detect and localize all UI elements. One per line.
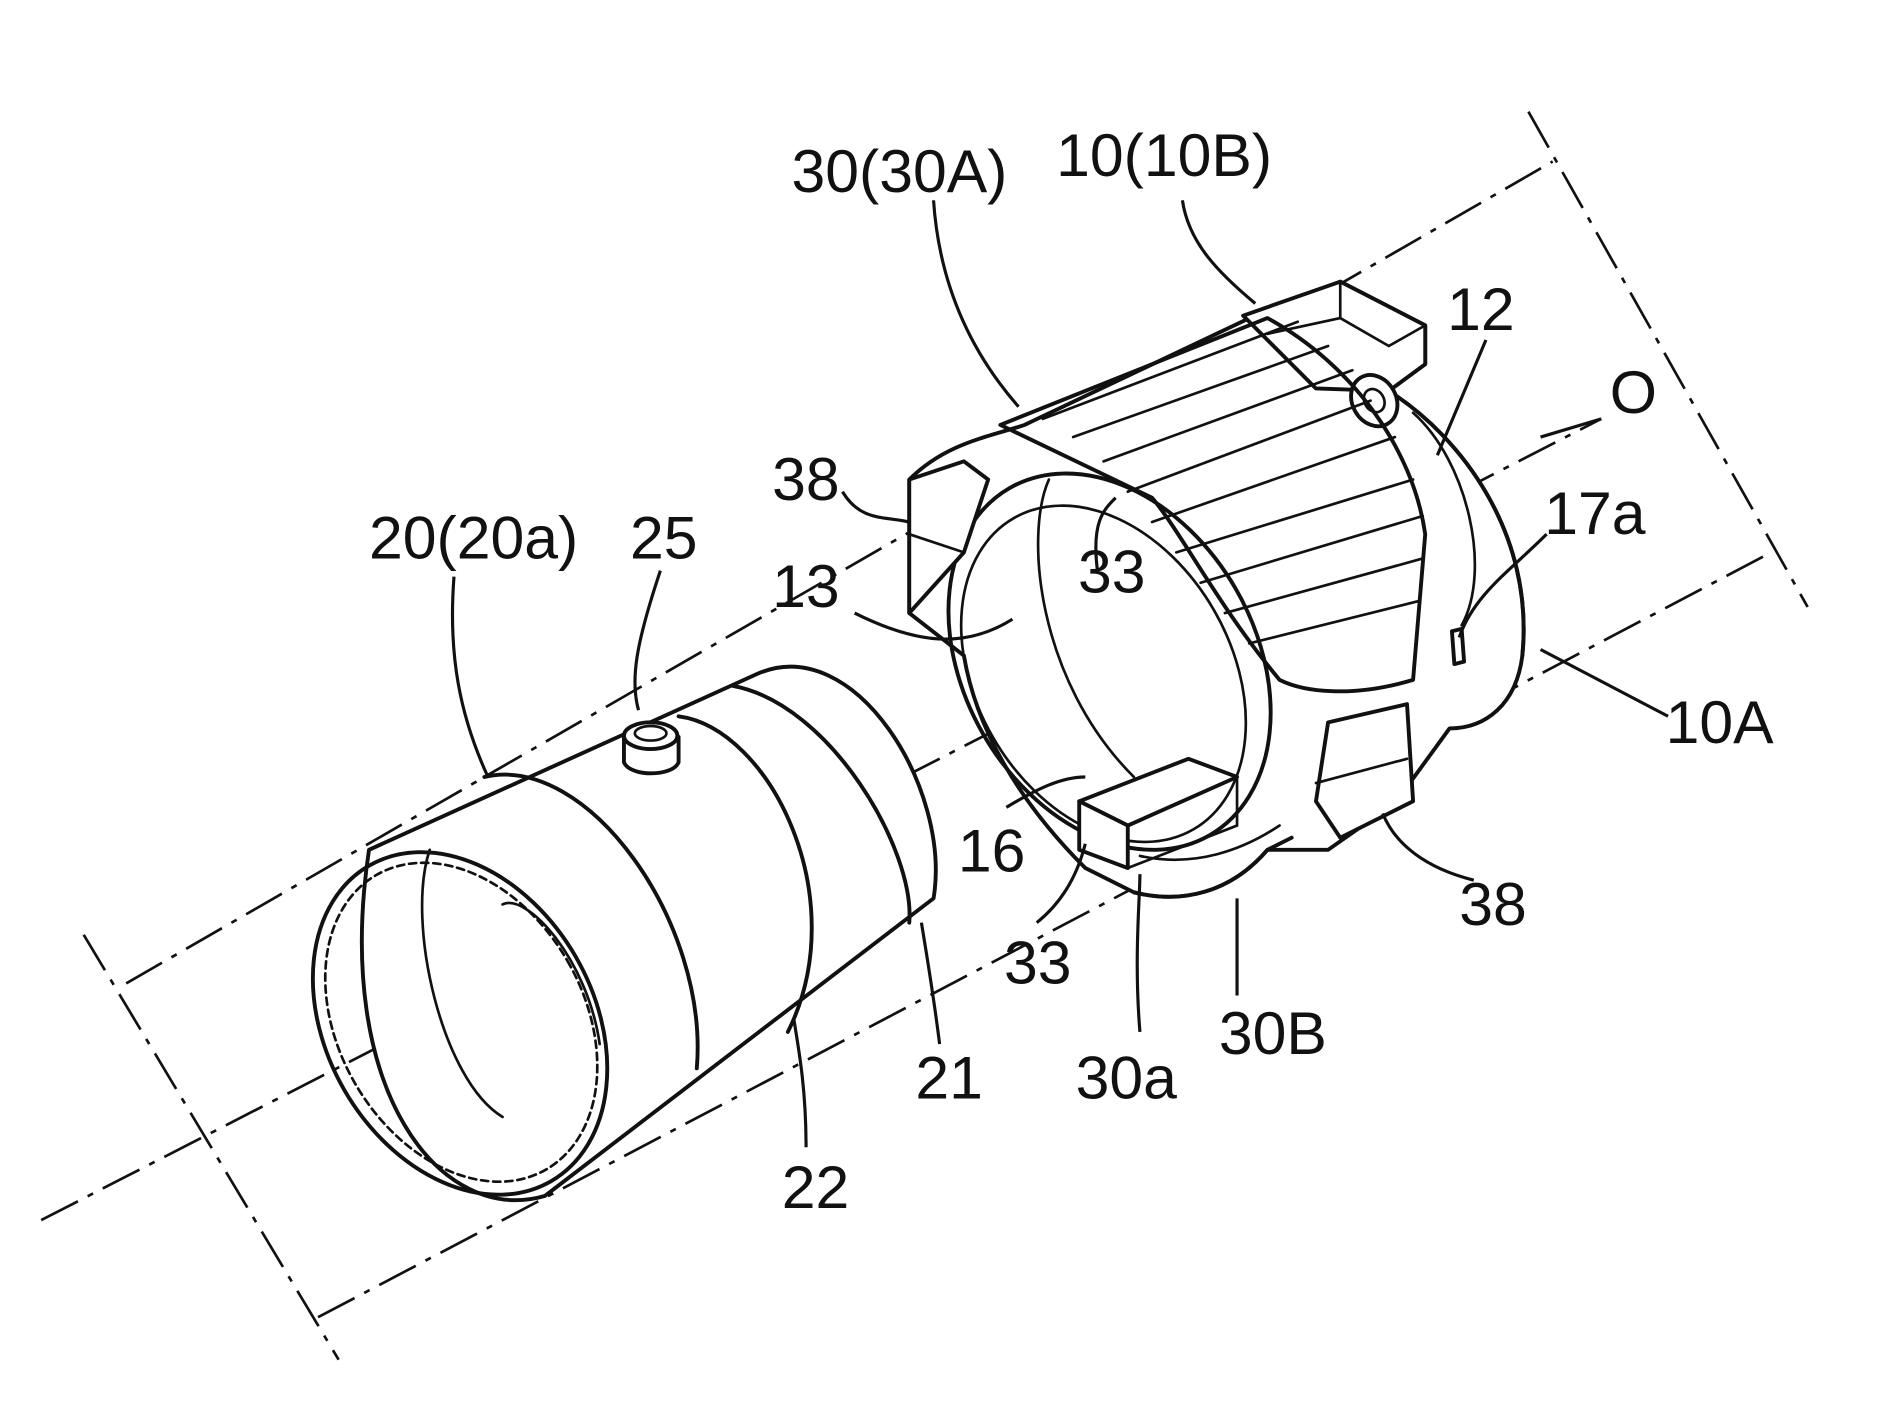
label-21: 21 [915,1044,983,1112]
label-25: 25 [630,503,698,571]
connector-10 [883,282,1523,908]
label-22: 22 [782,1153,850,1221]
label-10-10B: 10(10B) [1056,121,1272,189]
label-12: 12 [1447,275,1515,343]
boss-25 [624,722,679,773]
label-17a: 17a [1544,479,1646,547]
label-30B: 30B [1219,999,1327,1067]
label-33-bottom: 33 [1004,928,1072,996]
label-38-top: 38 [772,445,840,513]
label-16: 16 [958,817,1026,885]
label-33-top: 33 [1078,537,1146,605]
label-O: O [1610,358,1657,426]
label-10A: 10A [1666,688,1775,756]
left-boundary-line [84,935,339,1360]
label-38-bottom: 38 [1459,870,1527,938]
label-13: 13 [772,552,840,620]
tab-17a [1452,629,1464,664]
label-20-20a: 20(20a) [369,503,578,571]
label-30a: 30a [1076,1044,1178,1112]
label-30-30A: 30(30A) [791,137,1007,205]
